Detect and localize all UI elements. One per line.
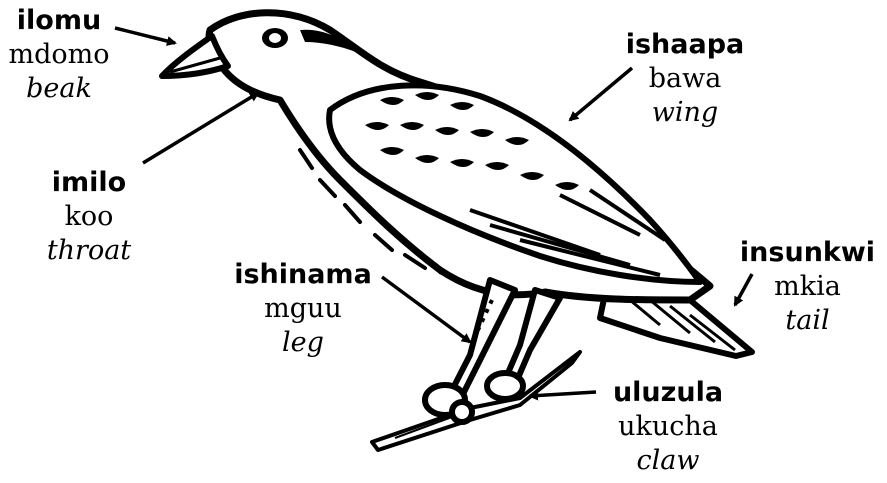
label-tail-bemba: insunkwi: [730, 236, 885, 270]
label-claw: uluzula ukucha claw: [598, 376, 738, 478]
arrow-throat: [143, 93, 258, 163]
label-wing-swahili: bawa: [620, 62, 750, 96]
label-leg-bemba: ishinama: [228, 258, 378, 292]
label-claw-bemba: uluzula: [598, 376, 738, 410]
label-throat: imilo koo throat: [30, 166, 148, 268]
label-claw-english: claw: [598, 444, 738, 478]
label-tail-swahili: mkia: [730, 270, 885, 304]
label-tail: insunkwi mkia tail: [730, 236, 885, 338]
label-wing-bemba: ishaapa: [620, 28, 750, 62]
arrow-leg: [382, 277, 470, 342]
arrow-claw: [530, 392, 596, 396]
label-leg-english: leg: [228, 326, 378, 360]
bird-claws: [425, 373, 523, 422]
label-wing-english: wing: [620, 96, 750, 130]
label-leg: ishinama mguu leg: [228, 258, 378, 360]
label-tail-english: tail: [730, 304, 885, 338]
label-beak-english: beak: [0, 72, 118, 106]
label-claw-swahili: ukucha: [598, 410, 738, 444]
label-throat-bemba: imilo: [30, 166, 148, 200]
label-throat-english: throat: [30, 234, 148, 268]
label-leg-swahili: mguu: [228, 292, 378, 326]
arrow-beak: [115, 28, 175, 43]
label-throat-swahili: koo: [30, 200, 148, 234]
label-beak-swahili: mdomo: [0, 38, 118, 72]
label-beak-bemba: ilomu: [0, 4, 118, 38]
label-beak: ilomu mdomo beak: [0, 4, 118, 106]
label-wing: ishaapa bawa wing: [620, 28, 750, 130]
bird-eye: [262, 28, 288, 48]
